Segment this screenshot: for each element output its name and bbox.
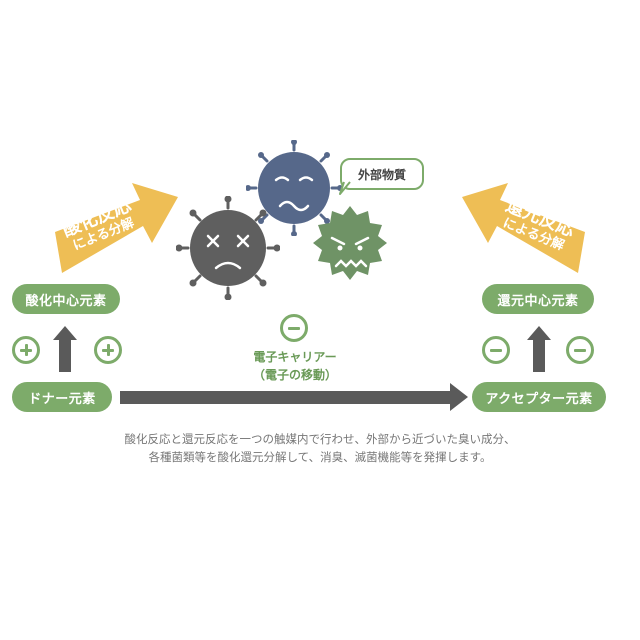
plus-icon xyxy=(94,336,122,364)
donor-label: ドナー元素 xyxy=(28,391,96,407)
minus-icon xyxy=(482,336,510,364)
minus-icon xyxy=(566,336,594,364)
external-substance-label: 外部物質 xyxy=(357,167,406,182)
electron-flow-arrow-shaft xyxy=(120,391,452,404)
virus-blue-icon xyxy=(246,140,342,236)
oxidation-center-pill: 酸化中心元素 xyxy=(12,284,120,314)
acceptor-label: アクセプター元素 xyxy=(485,391,593,407)
description-line1: 酸化反応と還元反応を一つの触媒内で行わせ、外部から近づいた臭い成分、 xyxy=(124,432,516,446)
electron-carrier-label: 電子キャリアー xyxy=(253,350,337,364)
right-up-arrow-shaft xyxy=(533,340,545,372)
left-up-arrow-head xyxy=(53,326,77,340)
external-substance-bubble: 外部物質 xyxy=(340,158,424,190)
virus-gray-icon xyxy=(176,196,280,300)
oxidation-center-label: 酸化中心元素 xyxy=(25,293,107,309)
reduction-center-label: 還元中心元素 xyxy=(497,293,579,309)
acceptor-pill: アクセプター元素 xyxy=(472,382,606,412)
bubble-tail xyxy=(339,181,351,195)
donor-pill: ドナー元素 xyxy=(12,382,112,412)
electron-flow-arrow-head xyxy=(450,383,468,411)
right-up-arrow-head xyxy=(527,326,551,340)
left-up-arrow-shaft xyxy=(59,340,71,372)
description-line2: 各種菌類等を酸化還元分解して、消臭、滅菌機能等を発揮します。 xyxy=(148,450,492,464)
electron-minus-icon xyxy=(280,314,308,342)
electron-move-label: （電子の移動） xyxy=(252,368,337,382)
reduction-center-pill: 還元中心元素 xyxy=(482,284,594,314)
plus-icon xyxy=(12,336,40,364)
virus-green-icon xyxy=(313,206,387,280)
